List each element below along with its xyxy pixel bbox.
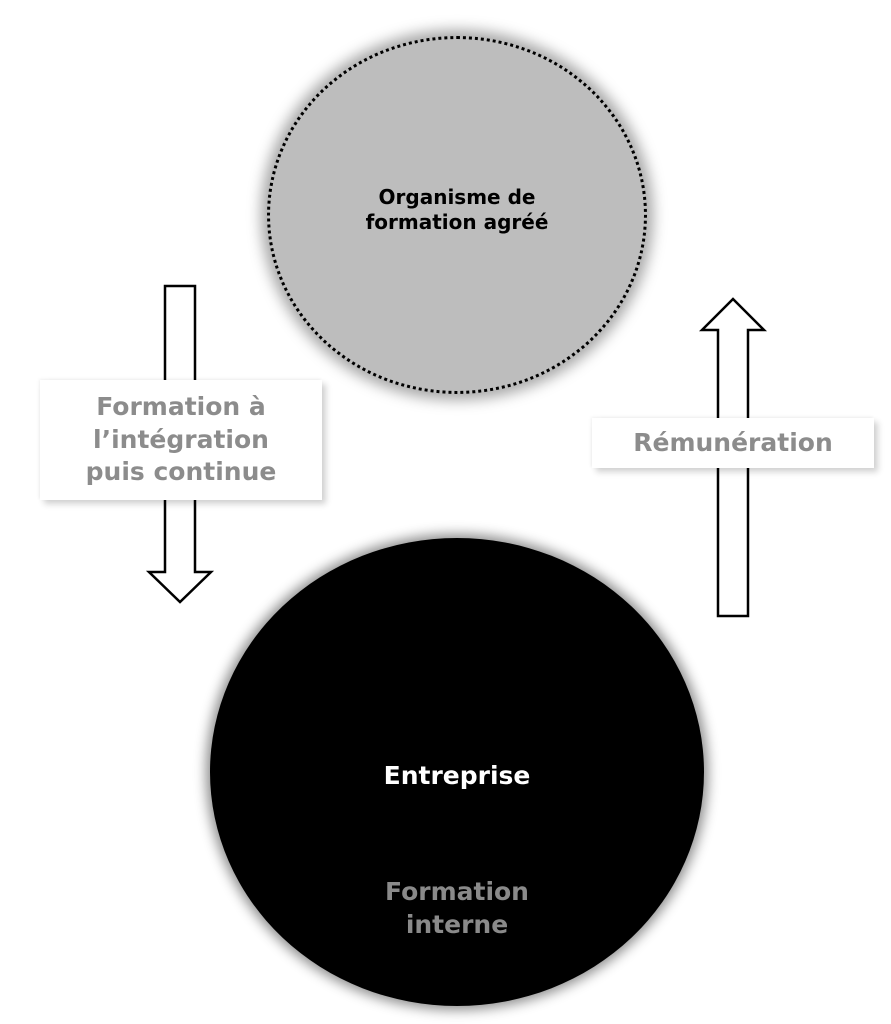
entreprise-label: Entreprise: [383, 761, 531, 790]
organisme-node: Organisme de formation agréé: [267, 36, 647, 394]
remuneration-label: Rémunération: [633, 427, 833, 457]
formation-interne-label: Formation interne: [385, 877, 529, 939]
formation-label: Formation à l’intégration puis continue: [85, 392, 277, 487]
entreprise-node: Entreprise Formation interne: [210, 538, 704, 1006]
formation-callout: Formation à l’intégration puis continue: [40, 380, 322, 500]
organisme-label: Organisme de formation agréé: [365, 185, 549, 234]
remuneration-callout: Rémunération: [592, 418, 874, 468]
